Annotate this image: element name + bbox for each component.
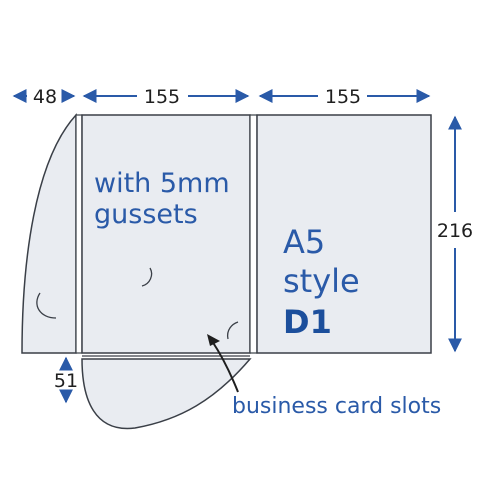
product-label-style: style [283, 262, 360, 300]
card-slot-pointer [211, 340, 239, 393]
card-slots-label: business card slots [232, 394, 441, 419]
product-label-size: A5 [283, 223, 325, 261]
right-panel [256, 114, 432, 354]
dim-label-155-left: 155 [144, 86, 180, 108]
dim-label-155-right: 155 [325, 86, 361, 108]
dim-label-48: 48 [33, 86, 57, 108]
left-flap [21, 113, 77, 354]
dim-label-216: 216 [437, 220, 473, 242]
product-label-code: D1 [283, 303, 332, 341]
dim-label-51: 51 [54, 370, 78, 392]
gusset-strip-left [75, 114, 83, 354]
card-slot-upper [141, 267, 153, 287]
flap-card-slot [36, 292, 57, 319]
bottom-pocket-flap [81, 358, 252, 430]
left-panel [81, 114, 251, 354]
card-slot-lower [226, 321, 239, 340]
gusset-label-line2: gussets [94, 199, 198, 230]
gusset-label-line1: with 5mm [94, 168, 230, 199]
gusset-strip-middle [249, 114, 258, 354]
card-slot-pointer-head [207, 334, 220, 346]
